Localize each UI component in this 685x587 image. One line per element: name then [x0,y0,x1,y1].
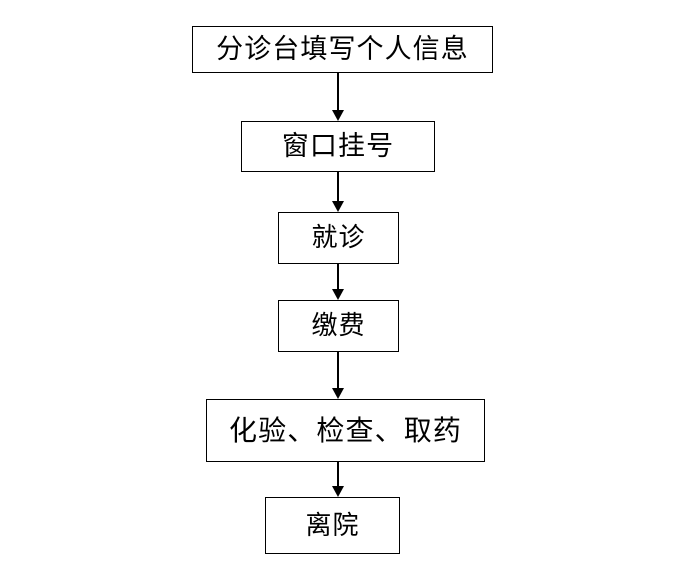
flowchart-node-consult-label: 就诊 [311,223,366,253]
connector-line [337,352,339,388]
flowchart-connector-payment-to-tests [330,352,346,399]
arrowhead-down-icon [332,289,344,300]
flowchart-node-discharge[interactable]: 离院 [265,497,400,554]
flowchart-connector-tests-to-discharge [330,462,346,497]
arrowhead-down-icon [332,110,344,121]
connector-line [337,264,339,289]
flowchart-node-register[interactable]: 窗口挂号 [241,121,435,172]
flowchart-node-tests[interactable]: 化验、检查、取药 [206,399,485,462]
flowchart-node-consult[interactable]: 就诊 [278,212,399,264]
flowchart-node-triage-label: 分诊台填写个人信息 [216,34,469,65]
connector-line [337,172,339,201]
flowchart-node-payment[interactable]: 缴费 [278,300,399,352]
flowchart-node-payment-label: 缴费 [311,311,366,341]
arrowhead-down-icon [332,486,344,497]
flowchart-node-discharge-label: 离院 [305,510,360,541]
flowchart-connector-consult-to-payment [330,264,346,300]
flowchart-connector-triage-to-register [330,73,346,121]
arrowhead-down-icon [332,201,344,212]
arrowhead-down-icon [332,388,344,399]
flowchart-node-tests-label: 化验、检查、取药 [229,413,462,447]
connector-line [337,462,339,486]
flowchart-node-register-label: 窗口挂号 [281,131,395,162]
flowchart-node-triage[interactable]: 分诊台填写个人信息 [192,26,493,73]
flowchart-connector-register-to-consult [330,172,346,212]
connector-line [337,73,339,110]
